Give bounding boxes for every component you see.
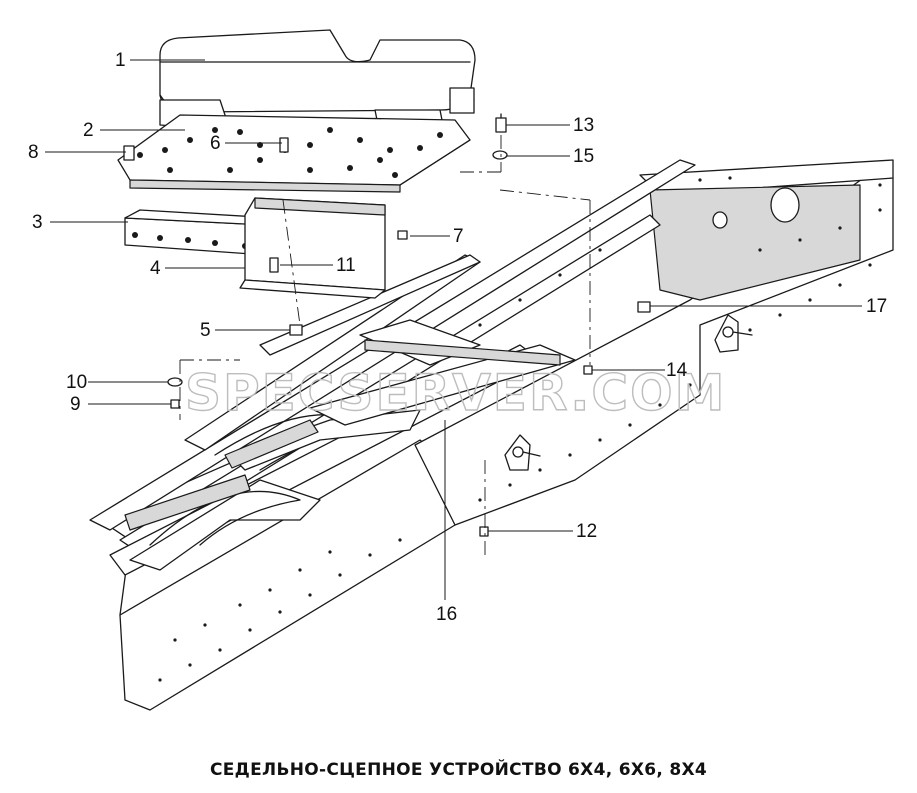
- callout-11: 11: [336, 255, 356, 276]
- callout-8: 8: [28, 142, 39, 163]
- callout-3: 3: [32, 212, 43, 233]
- nut-7: [397, 230, 408, 240]
- washer-15: [492, 150, 508, 160]
- bracket-rear: [714, 314, 753, 353]
- callout-14: 14: [666, 360, 688, 381]
- chassis-frame: [89, 159, 894, 711]
- mounting-plate: [117, 114, 471, 193]
- callout-5: 5: [200, 320, 211, 341]
- callout-16: 16: [436, 604, 457, 625]
- callout-13: 13: [573, 115, 594, 136]
- callout-17: 17: [866, 296, 887, 317]
- callout-6: 6: [210, 133, 221, 154]
- cross-plate: [309, 344, 576, 426]
- callout-labels: 1 2 3 4 5 6 7 8 9 10 11 12 13 14 15 16 1…: [28, 50, 887, 625]
- callout-2: 2: [83, 120, 94, 141]
- nut-9: [170, 399, 180, 409]
- bolt-11: [269, 257, 279, 273]
- callout-15: 15: [573, 146, 594, 167]
- channel-bracket: [239, 197, 386, 299]
- watermark: SPECSERVER.COM: [185, 364, 726, 422]
- angle-bracket: [124, 209, 276, 256]
- diagram-caption: СЕДЕЛЬНО-СЦЕПНОЕ УСТРОЙСТВО 6Х4, 6Х6, 8Х…: [209, 760, 707, 780]
- callout-9: 9: [70, 394, 81, 415]
- bracket-front: [504, 434, 541, 471]
- callout-1: 1: [115, 50, 126, 71]
- callout-7: 7: [453, 226, 464, 247]
- callout-10: 10: [66, 372, 87, 393]
- bolt-6: [279, 137, 289, 153]
- callout-12: 12: [576, 521, 597, 542]
- block-5: [289, 324, 303, 336]
- fasteners: [123, 113, 651, 537]
- callout-4: 4: [150, 258, 161, 279]
- leader-lines: [45, 59, 862, 600]
- block-17: [637, 301, 651, 313]
- bolt-13: [495, 113, 507, 133]
- nut-12: [479, 526, 489, 537]
- bolt-8: [123, 145, 135, 161]
